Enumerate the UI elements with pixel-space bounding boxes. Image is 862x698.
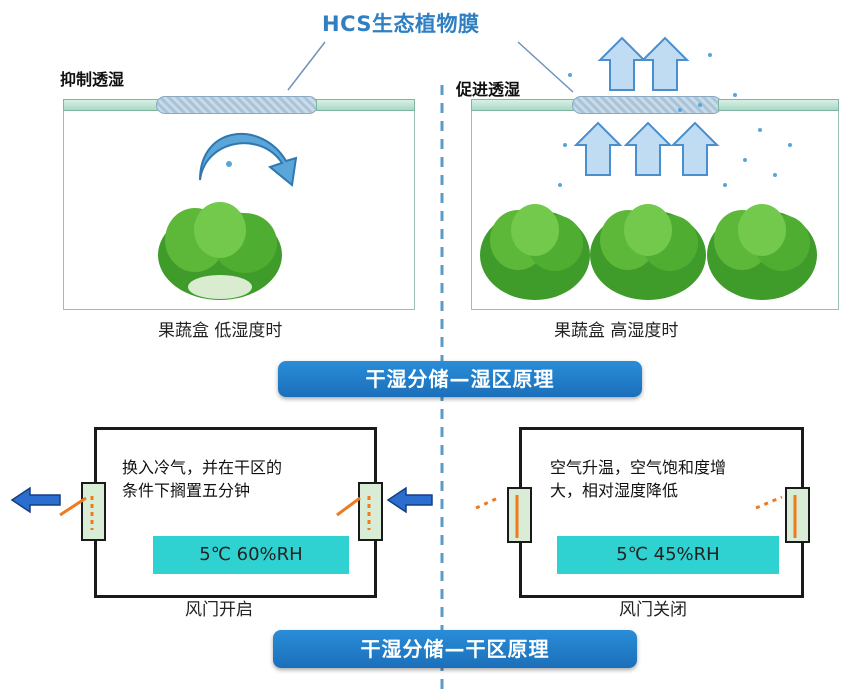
left-panel-caption: 果蔬盒 低湿度时 [158, 321, 283, 341]
right-door-right [785, 487, 810, 543]
curved-arrow-icon [199, 133, 298, 187]
left-panel-label: 抑制透湿 [60, 70, 125, 89]
right-panel-caption: 果蔬盒 高湿度时 [554, 321, 679, 341]
right-chamber-desc-line1: 空气升温，空气饱和度增 [550, 458, 727, 477]
left-box-rim-left [63, 99, 160, 111]
left-door-right [358, 482, 383, 541]
left-door-left [81, 482, 106, 541]
banner-dry-zone: 干湿分储—干区原理 [273, 630, 637, 668]
vapor-up-arrows-icon [558, 36, 792, 187]
left-chamber-desc-line1: 换入冷气，并在干区的 [122, 458, 283, 477]
left-damper-open-icon [10, 486, 433, 530]
right-panel-label: 促进透湿 [456, 80, 521, 99]
lettuce-icon [158, 202, 282, 300]
right-box-rim-right [718, 99, 839, 111]
diagram-title: HCS生态植物膜 [322, 12, 480, 36]
right-chamber-caption: 风门关闭 [619, 600, 687, 620]
right-chamber-desc-line2: 大，相对湿度降低 [550, 481, 679, 500]
right-damper-closed-icon [475, 495, 797, 538]
water-dot-icon [226, 161, 232, 167]
lettuce-group-icon [480, 204, 817, 300]
right-door-left [507, 487, 532, 543]
left-membrane [156, 96, 318, 114]
right-chamber-reading: 5℃ 45%RH [557, 536, 779, 574]
left-chamber-desc-line2: 条件下搁置五分钟 [122, 481, 251, 500]
left-chamber-caption: 风门开启 [185, 600, 253, 620]
left-box-rim-right [316, 99, 415, 111]
title-pointer-line [287, 41, 574, 93]
left-chamber-reading: 5℃ 60%RH [153, 536, 349, 574]
banner-wet-zone: 干湿分储—湿区原理 [278, 361, 642, 397]
